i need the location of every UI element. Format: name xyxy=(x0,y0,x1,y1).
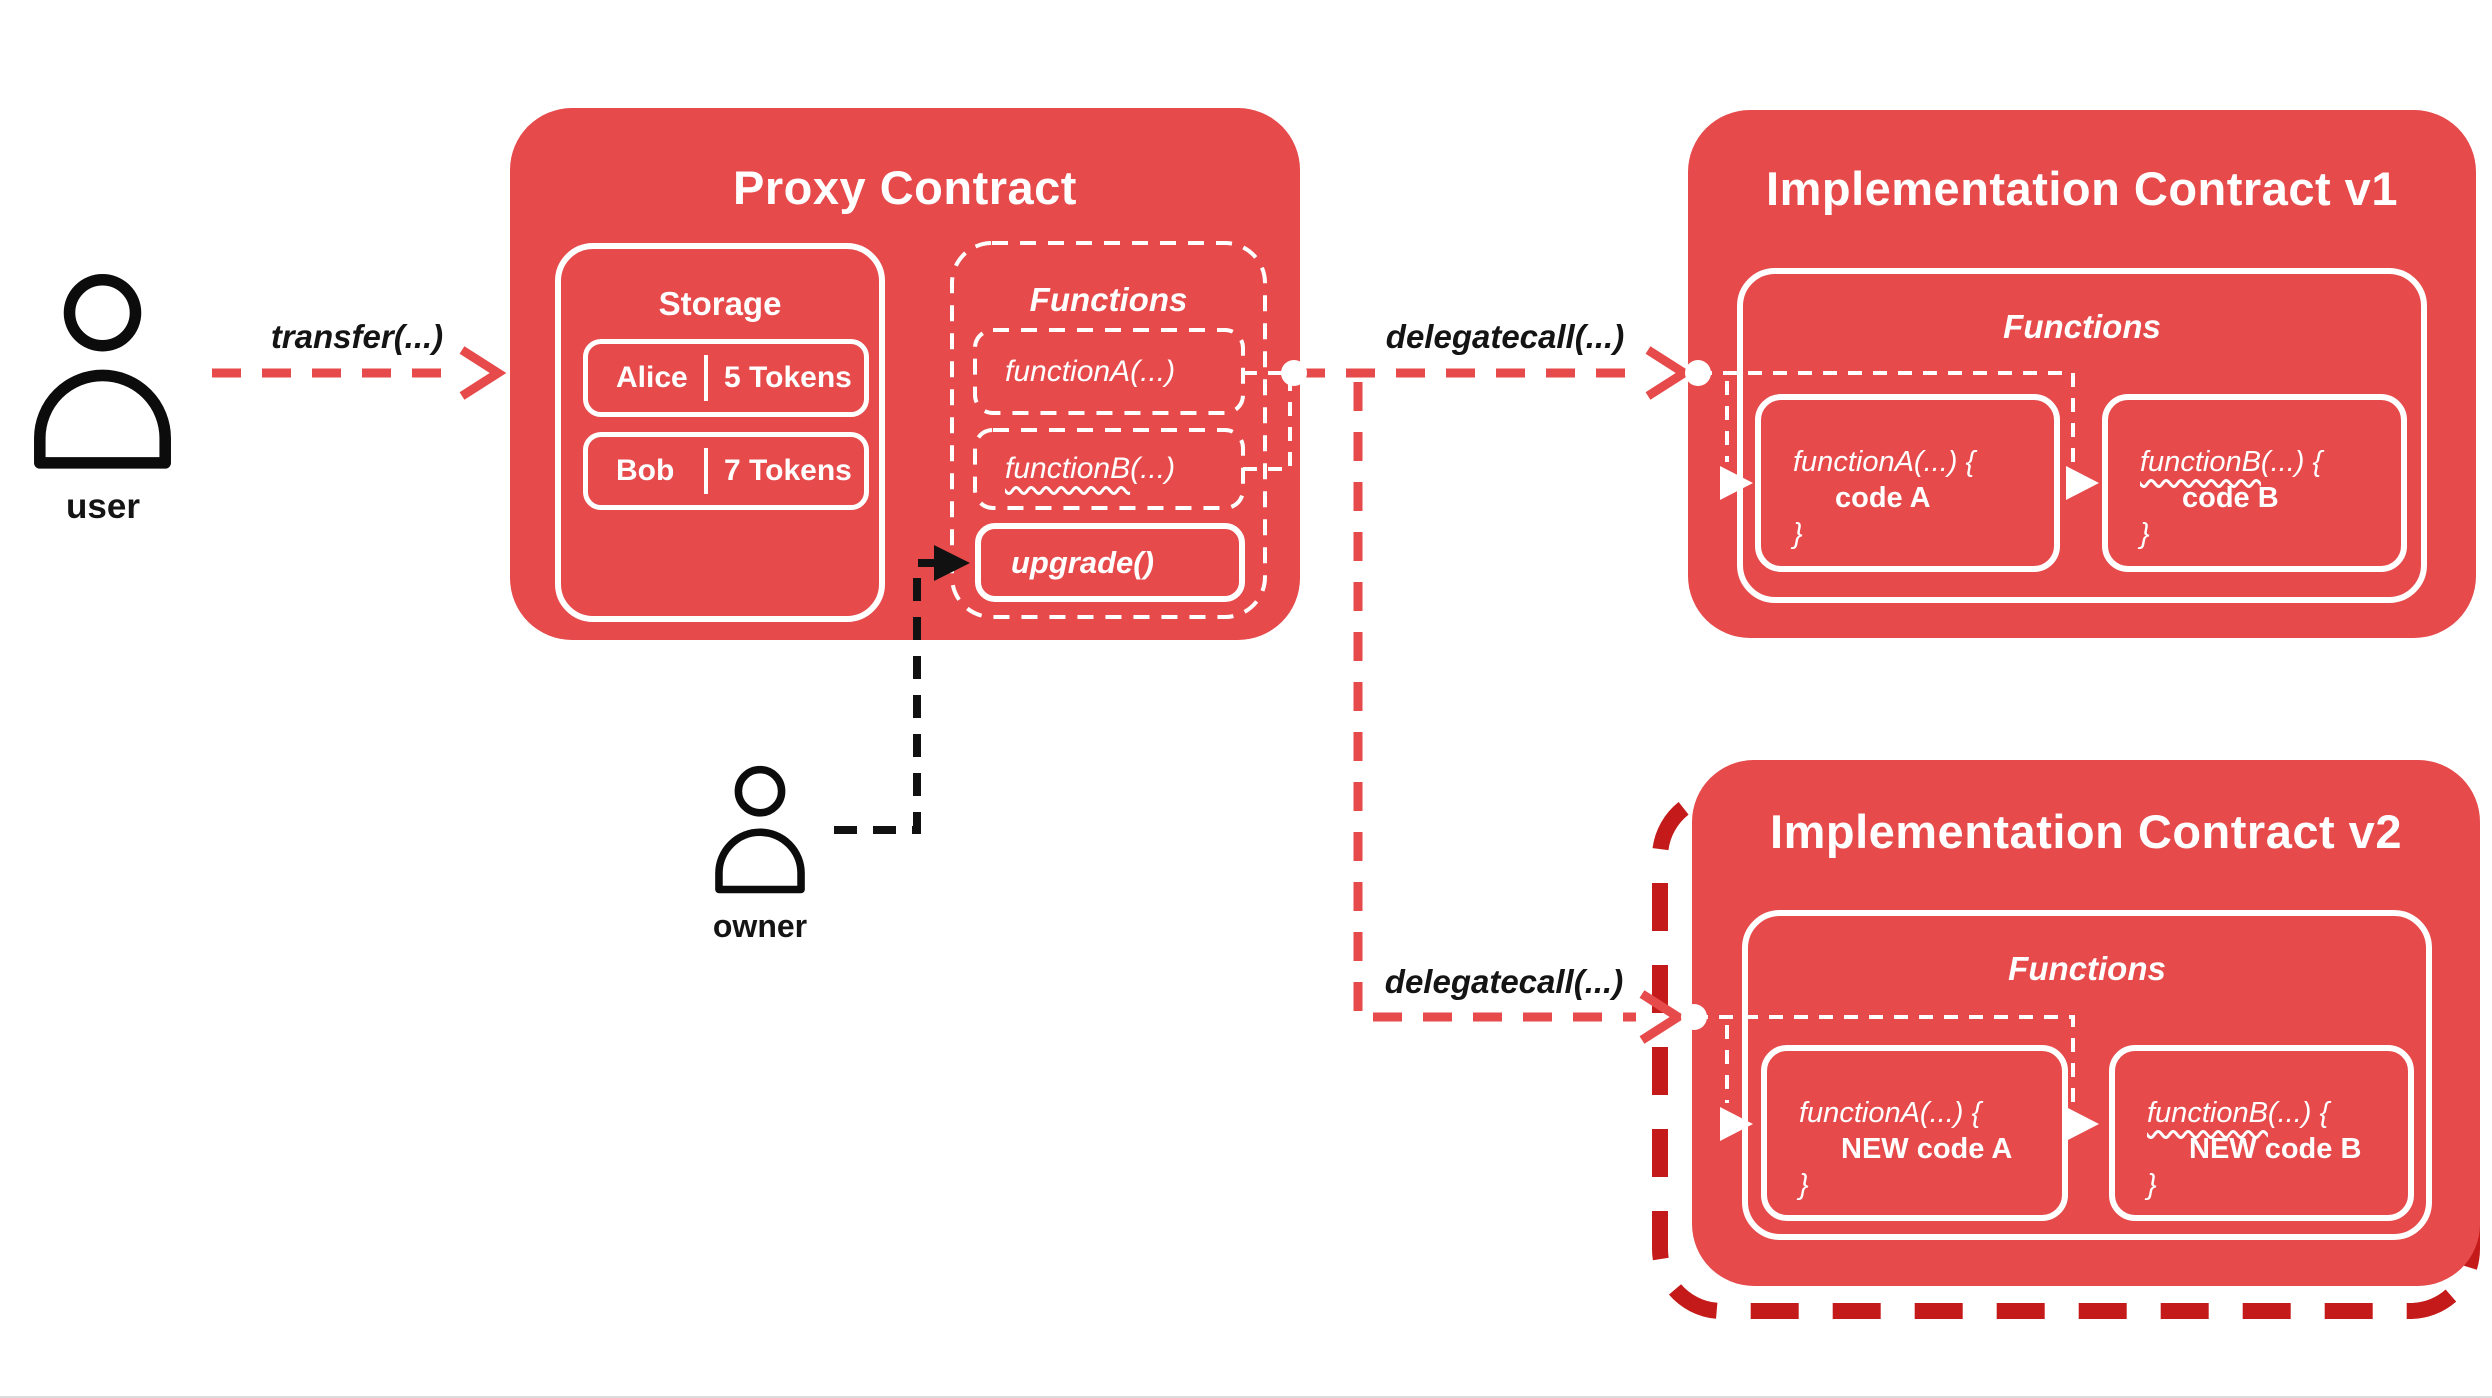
functionA-body: NEW code A xyxy=(1841,1133,2013,1165)
proxy-functions-group: Functions functionA(...) functionB(...) … xyxy=(952,243,1265,617)
proxy-storage-title: Storage xyxy=(658,285,782,322)
functionB-name: functionB xyxy=(1005,452,1131,485)
delegatecall-v1-label: delegatecall(...) xyxy=(1385,318,1625,355)
v1-functionB-codebox: functionB(...) { code B } xyxy=(2102,394,2407,572)
v1-functions-title: Functions xyxy=(2003,308,2161,345)
storage-row-name: Alice xyxy=(616,361,688,394)
v1-functionA-codebox: functionA(...) { code A } xyxy=(1755,394,2060,572)
proxy-functions-title: Functions xyxy=(1029,281,1188,318)
proxy-contract-box: Proxy Contract Storage Alice 5 Tokens Bo… xyxy=(510,108,1300,640)
junction-dots xyxy=(1281,360,1711,1030)
functionB-name: functionB xyxy=(2147,1097,2268,1129)
storage-row-bob: Bob 7 Tokens xyxy=(583,432,869,510)
proxy-functionA-item: functionA(...) xyxy=(975,330,1243,413)
functionB-args: (...) { xyxy=(2267,1097,2330,1129)
user-icon xyxy=(20,268,185,473)
implementation-v2-title: Implementation Contract v2 xyxy=(1770,805,2402,858)
functionB-args: (...) { xyxy=(2260,446,2323,478)
proxy-contract-title: Proxy Contract xyxy=(733,161,1077,214)
proxy-functionB-item: functionB(...) xyxy=(975,430,1243,508)
v2-functions-title: Functions xyxy=(2008,950,2166,987)
owner-icon xyxy=(706,762,814,896)
delegatecall-v2-label: delegatecall(...) xyxy=(1384,963,1624,1000)
user-label: user xyxy=(66,487,140,526)
v2-functionA-codebox: functionA(...) { NEW code A } xyxy=(1761,1045,2068,1221)
functionA-args: (...) { xyxy=(1919,1097,1982,1129)
storage-row-value: 5 Tokens xyxy=(724,361,852,394)
owner-label: owner xyxy=(712,908,808,944)
functionB-close: } xyxy=(2147,1169,2157,1201)
proxy-storage-box: Storage Alice 5 Tokens Bob 7 Tokens xyxy=(555,243,885,622)
implementation-v2-box: Implementation Contract v2 Functions fun… xyxy=(1692,760,2480,1286)
functionA-args: (...) xyxy=(1130,354,1176,388)
storage-row-divider xyxy=(704,355,708,401)
v2-functionB-codebox: functionB(...) { NEW code B } xyxy=(2109,1045,2414,1221)
implementation-v1-box: Implementation Contract v1 Functions fun… xyxy=(1688,110,2476,638)
functionB-name: functionB xyxy=(2140,446,2261,478)
v2-functions-box: Functions functionA(...) { NEW code A } … xyxy=(1742,910,2432,1240)
functionA-body: code A xyxy=(1835,482,1931,514)
delegatecall-v2-arrow xyxy=(1353,382,1687,1044)
storage-row-alice: Alice 5 Tokens xyxy=(583,339,869,417)
delegatecall-v1-arrow xyxy=(1296,346,1693,400)
v1-functions-box: Functions functionA(...) { code A } func… xyxy=(1737,268,2427,603)
functionA-close: } xyxy=(1793,518,1803,550)
functionA-name: functionA xyxy=(1793,446,1914,478)
transfer-call-label: transfer(...) xyxy=(270,318,444,355)
storage-row-name: Bob xyxy=(616,454,675,487)
implementation-v1-title: Implementation Contract v1 xyxy=(1766,162,2398,215)
storage-row-value: 7 Tokens xyxy=(724,454,852,487)
functionB-close: } xyxy=(2140,518,2150,550)
proxy-upgrade-item: upgrade() xyxy=(975,523,1245,602)
functionB-body: NEW code B xyxy=(2189,1133,2362,1165)
storage-row-divider xyxy=(704,448,708,494)
functionB-body: code B xyxy=(2182,482,2279,514)
functionA-close: } xyxy=(1799,1169,1809,1201)
functionB-args: (...) xyxy=(1130,452,1176,485)
functionA-name: functionA xyxy=(1799,1097,1920,1129)
functionA-args: (...) { xyxy=(1913,446,1976,478)
transfer-arrow xyxy=(212,346,507,400)
functionA-name: functionA xyxy=(1005,354,1131,388)
